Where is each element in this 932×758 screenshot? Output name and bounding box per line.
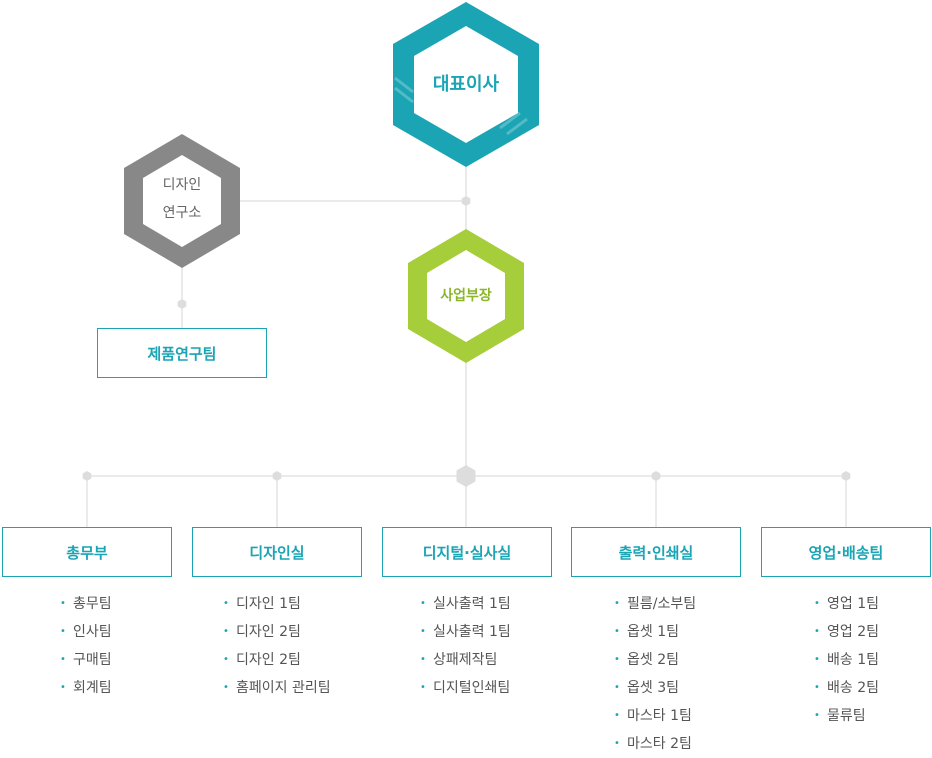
team-item: 영업 2팀 <box>814 618 879 646</box>
department-box-design[interactable]: 디자인실 <box>192 527 362 577</box>
department-label: 디지털·실사실 <box>422 543 512 562</box>
design-lab-label-line-2: 연구소 <box>162 205 202 221</box>
product-research-team-label: 제품연구팀 <box>147 344 217 363</box>
junction-node-4 <box>651 471 661 481</box>
department-label: 영업·배송팀 <box>808 543 884 562</box>
team-item: 구매팀 <box>60 646 112 674</box>
team-item: 인사팀 <box>60 618 112 646</box>
junction-nodes <box>82 196 851 487</box>
team-item: 홈페이지 관리팀 <box>223 674 331 702</box>
department-label: 디자인실 <box>249 543 305 562</box>
design-lab-hexagon <box>124 134 240 268</box>
product-research-team-box[interactable]: 제품연구팀 <box>97 328 267 378</box>
team-item: 상패제작팀 <box>420 646 511 674</box>
team-list-sales-delivery: 영업 1팀 영업 2팀 배송 1팀 배송 2팀 물류팀 <box>814 590 879 730</box>
team-item: 총무팀 <box>60 590 112 618</box>
team-item: 옵셋 3팀 <box>614 674 696 702</box>
department-box-sales-delivery[interactable]: 영업·배송팀 <box>761 527 931 577</box>
team-item: 실사출력 1팀 <box>420 590 511 618</box>
team-item: 배송 2팀 <box>814 674 879 702</box>
team-item: 회계팀 <box>60 674 112 702</box>
department-label: 총무부 <box>66 543 108 562</box>
team-item: 배송 1팀 <box>814 646 879 674</box>
department-label: 출력·인쇄실 <box>618 543 694 562</box>
team-item: 옵셋 1팀 <box>614 618 696 646</box>
department-box-output-print[interactable]: 출력·인쇄실 <box>571 527 741 577</box>
junction-node-main <box>461 196 471 206</box>
junction-node-5 <box>841 471 851 481</box>
ceo-label: 대표이사 <box>432 74 500 95</box>
team-item: 디자인 1팀 <box>223 590 331 618</box>
team-item: 실사출력 1팀 <box>420 618 511 646</box>
team-item: 마스타 2팀 <box>614 730 696 758</box>
department-box-digital-print[interactable]: 디지털·실사실 <box>382 527 552 577</box>
junction-node-center <box>456 465 476 487</box>
team-item: 마스타 1팀 <box>614 702 696 730</box>
team-item: 디자인 2팀 <box>223 618 331 646</box>
junction-node-1 <box>82 471 92 481</box>
junction-node-lab <box>177 299 187 309</box>
team-item: 디지털인쇄팀 <box>420 674 511 702</box>
team-item: 옵셋 2팀 <box>614 646 696 674</box>
team-list-output-print: 필름/소부팀 옵셋 1팀 옵셋 2팀 옵셋 3팀 마스타 1팀 마스타 2팀 <box>614 590 696 758</box>
team-item: 물류팀 <box>814 702 879 730</box>
design-lab-label: 디자인 연구소 <box>136 171 228 227</box>
business-head-hexagon <box>408 229 524 363</box>
team-list-design: 디자인 1팀 디자인 2팀 디자인 2팀 홈페이지 관리팀 <box>223 590 331 702</box>
team-item: 영업 1팀 <box>814 590 879 618</box>
junction-node-2 <box>272 471 282 481</box>
design-lab-label-line-1: 디자인 <box>162 177 202 193</box>
department-box-general-affairs[interactable]: 총무부 <box>2 527 172 577</box>
ceo-hexagon <box>393 2 539 167</box>
team-item: 필름/소부팀 <box>614 590 696 618</box>
business-head-label: 사업부장 <box>440 288 492 304</box>
team-list-digital-print: 실사출력 1팀 실사출력 1팀 상패제작팀 디지털인쇄팀 <box>420 590 511 702</box>
team-list-general-affairs: 총무팀 인사팀 구매팀 회계팀 <box>60 590 112 702</box>
team-item: 디자인 2팀 <box>223 646 331 674</box>
